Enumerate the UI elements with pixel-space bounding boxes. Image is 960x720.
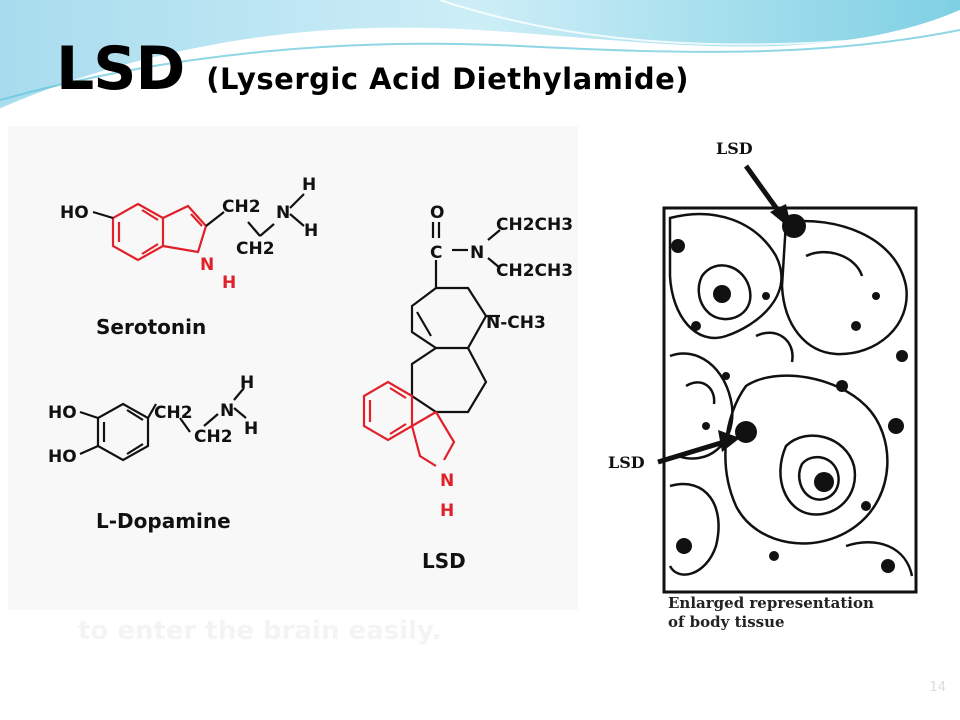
chemical-structures-panel: HO CH2 CH2 N H H N H Serotonin HO HO CH2…: [8, 126, 578, 610]
serotonin-ho-label: HO: [60, 203, 89, 223]
dopamine-ho-top-label: HO: [48, 403, 77, 423]
serotonin-benzene-ring: [111, 202, 165, 262]
lsd-arrows: [657, 164, 792, 465]
tissue-caption-line2: of body tissue: [668, 613, 785, 631]
body-tissue-illustration: LSD LSD: [608, 139, 918, 594]
tissue-caption-line1: Enlarged representation: [668, 594, 874, 612]
lsd-carbon-label: C: [430, 243, 442, 263]
title-subtitle: (Lysergic Acid Diethylamide): [206, 62, 690, 96]
serotonin-ch2-bottom-label: CH2: [236, 239, 275, 259]
lsd-amide-n-label: N: [470, 243, 484, 263]
faint-background-text: to enter the brain easily.: [78, 616, 442, 646]
serotonin-indole-n-label: N: [200, 255, 214, 275]
dopamine-ch2-bottom-label: CH2: [194, 427, 233, 447]
lsd-label-left: LSD: [608, 453, 645, 472]
dopamine-name: L-Dopamine: [96, 509, 231, 533]
lsd-indole-rings: [362, 380, 456, 467]
lsd-indole-h-label: H: [440, 501, 454, 521]
slide-number: 14: [929, 680, 946, 695]
lsd-label-top: LSD: [716, 139, 753, 158]
dopamine-h-right-label: H: [244, 419, 258, 439]
tissue-caption: Enlarged representation of body tissue: [668, 594, 918, 632]
lsd-n-methyl-label: N-CH3: [486, 313, 546, 333]
serotonin-amine-n-label: N: [276, 203, 290, 223]
lsd-ethyl-top-label: CH2CH3: [496, 215, 573, 235]
lsd-ethyl-bottom-label: CH2CH3: [496, 261, 573, 281]
dopamine-ho-bottom-label: HO: [48, 447, 77, 467]
serotonin-ch2-top-label: CH2: [222, 197, 261, 217]
slide-title: LSD (Lysergic Acid Diethylamide): [56, 34, 689, 104]
lsd-indole-n-label: N: [440, 471, 454, 491]
serotonin-indole-h-label: H: [222, 273, 236, 293]
serotonin-pyrrole-ring: [162, 204, 208, 254]
chemical-structures-figure: HO CH2 CH2 N H H N H Serotonin HO HO CH2…: [48, 175, 573, 573]
header-wave: [0, 0, 960, 112]
body-tissue-panel: LSD LSD: [606, 126, 926, 638]
dopamine-benzene-ring: [79, 387, 247, 462]
serotonin-name: Serotonin: [96, 315, 206, 339]
serotonin-h-top-label: H: [302, 175, 316, 195]
dopamine-amine-n-label: N: [220, 401, 234, 421]
lsd-name: LSD: [422, 549, 466, 573]
title-main: LSD: [56, 34, 185, 104]
lsd-oxygen-label: O: [430, 203, 444, 223]
serotonin-h-right-label: H: [304, 221, 318, 241]
dopamine-ch2-top-label: CH2: [154, 403, 193, 423]
dopamine-h-top-label: H: [240, 373, 254, 393]
